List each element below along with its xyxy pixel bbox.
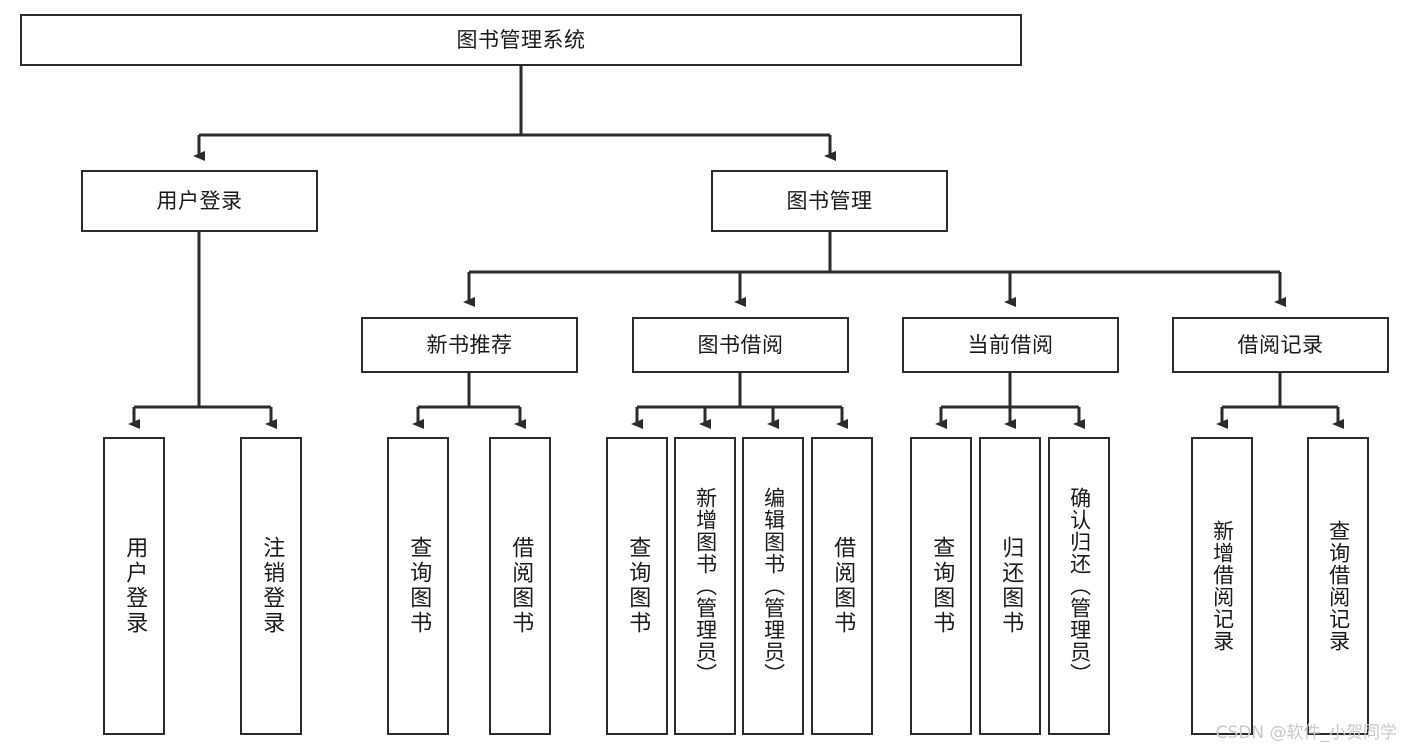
node-leaf-search-book-1[interactable]: 查询图书: [387, 437, 449, 735]
node-leaf-add-borrow-record[interactable]: 新增借阅记录: [1191, 437, 1253, 735]
node-user-login-label: 用户登录: [156, 188, 243, 213]
node-leaf-return-book-label: 归还图书: [998, 536, 1024, 636]
node-leaf-search-book-2[interactable]: 查询图书: [606, 437, 668, 735]
node-leaf-search-borrow-record[interactable]: 查询借阅记录: [1307, 437, 1369, 735]
node-root[interactable]: 图书管理系统: [20, 14, 1022, 66]
node-leaf-borrow-book-1-label: 借阅图书: [508, 536, 534, 636]
node-leaf-user-login[interactable]: 用户登录: [103, 437, 165, 735]
node-leaf-search-book-3[interactable]: 查询图书: [910, 437, 972, 735]
node-leaf-borrow-book-1[interactable]: 借阅图书: [489, 437, 551, 735]
node-leaf-edit-book-admin[interactable]: 编辑图书（管理员）: [742, 437, 804, 735]
node-leaf-search-borrow-record-label: 查询借阅记录: [1326, 520, 1351, 652]
node-leaf-add-book-admin-label: 新增图书（管理员）: [693, 487, 718, 685]
node-new-book-recommend[interactable]: 新书推荐: [361, 317, 578, 373]
node-book-management-label: 图书管理: [786, 188, 873, 213]
node-leaf-borrow-book-2-label: 借阅图书: [830, 536, 856, 636]
node-book-borrow[interactable]: 图书借阅: [632, 317, 849, 373]
node-leaf-confirm-return-admin-label: 确认归还（管理员）: [1067, 487, 1092, 685]
node-leaf-search-book-3-label: 查询图书: [929, 536, 955, 636]
node-new-book-recommend-label: 新书推荐: [426, 332, 513, 357]
node-leaf-logout[interactable]: 注销登录: [240, 437, 302, 735]
node-leaf-user-login-label: 用户登录: [122, 536, 148, 636]
node-root-label: 图书管理系统: [456, 27, 586, 52]
node-borrow-record[interactable]: 借阅记录: [1172, 317, 1389, 373]
node-leaf-search-book-2-label: 查询图书: [625, 536, 651, 636]
node-leaf-add-borrow-record-label: 新增借阅记录: [1210, 520, 1235, 652]
node-leaf-return-book[interactable]: 归还图书: [979, 437, 1041, 735]
node-leaf-add-book-admin[interactable]: 新增图书（管理员）: [674, 437, 736, 735]
node-borrow-record-label: 借阅记录: [1237, 332, 1324, 357]
node-current-borrow[interactable]: 当前借阅: [902, 317, 1119, 373]
node-book-borrow-label: 图书借阅: [697, 332, 784, 357]
node-leaf-search-book-1-label: 查询图书: [406, 536, 432, 636]
node-current-borrow-label: 当前借阅: [967, 332, 1054, 357]
node-leaf-confirm-return-admin[interactable]: 确认归还（管理员）: [1048, 437, 1110, 735]
node-book-management[interactable]: 图书管理: [711, 170, 948, 232]
node-leaf-borrow-book-2[interactable]: 借阅图书: [811, 437, 873, 735]
node-leaf-edit-book-admin-label: 编辑图书（管理员）: [761, 487, 786, 685]
watermark-text: CSDN @软件_小贺同学: [1215, 723, 1397, 743]
node-user-login[interactable]: 用户登录: [81, 170, 318, 232]
node-leaf-logout-label: 注销登录: [259, 536, 285, 636]
